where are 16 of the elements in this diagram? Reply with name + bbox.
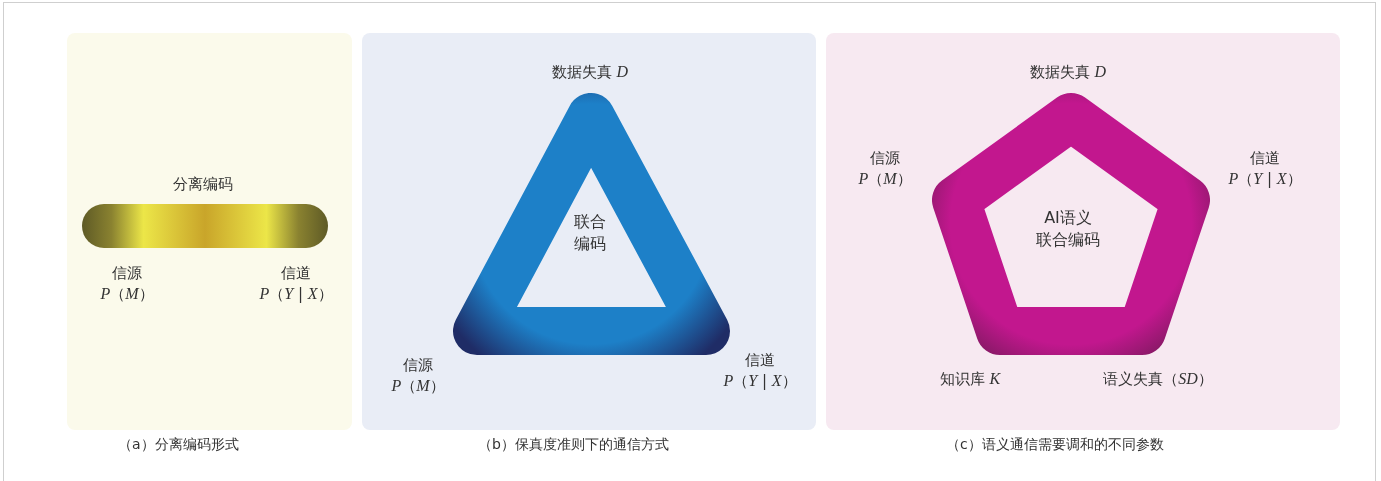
vertex-label: 知识库 K — [939, 369, 1001, 390]
vertex-label: 信源 P（M） — [100, 263, 154, 305]
vertex-label: 信道 P（Y | X） — [259, 263, 333, 305]
vertex-label: 信道 P（Y | X） — [723, 350, 797, 392]
center-label: 联合编码 — [573, 211, 607, 255]
panel-caption: （b）保真度准则下的通信方式 — [478, 436, 669, 454]
center-label: AI语义联合编码 — [1036, 207, 1100, 251]
vertex-label: 信源 P（M） — [391, 355, 445, 397]
shape-label: 分离编码 — [173, 174, 233, 195]
vertex-label: 信源 P（M） — [858, 148, 912, 190]
vertex-label: 语义失真（SD） — [1103, 369, 1213, 390]
panel-caption: （c）语义通信需要调和的不同参数 — [946, 436, 1164, 454]
vertex-label: 数据失真 D — [1029, 62, 1107, 83]
vertex-label: 数据失真 D — [551, 62, 629, 83]
vertex-label: 信道 P（Y | X） — [1228, 148, 1302, 190]
panel-caption: （a）分离编码形式 — [118, 436, 239, 454]
